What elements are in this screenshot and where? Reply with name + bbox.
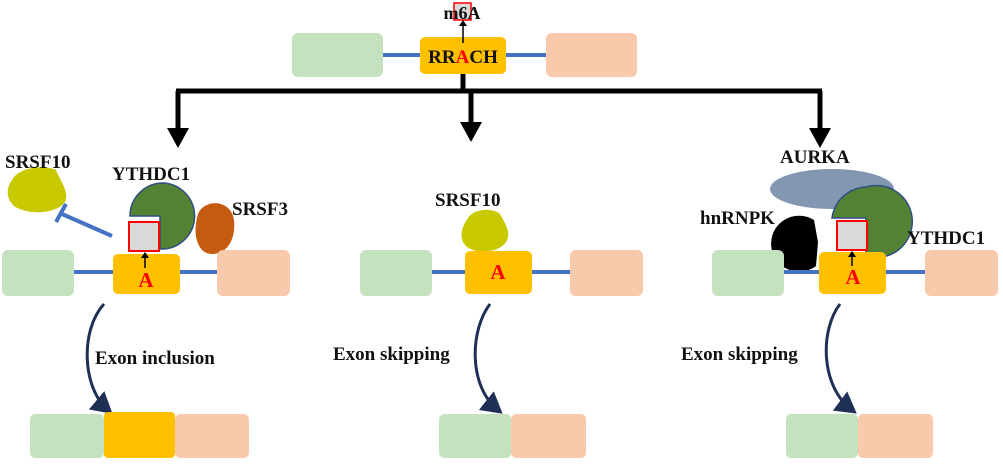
right-ythdc1-label: YTHDC1 <box>907 228 985 249</box>
middle-exon-a: A <box>490 260 506 284</box>
left-exon-right <box>217 250 290 296</box>
top-premrna: RRACH m6A <box>292 2 637 77</box>
branch-middle-arrowhead <box>460 122 482 142</box>
right-outcome-label: Exon skipping <box>681 344 798 365</box>
middle-exon-right <box>570 250 643 296</box>
middle-product-exon-left <box>439 414 511 458</box>
top-exon-motif <box>420 37 506 74</box>
middle-panel: SRSF10 A Exon skipping <box>333 190 643 458</box>
right-product-exon-left <box>786 414 858 458</box>
middle-srsf10-blob <box>461 209 509 252</box>
right-exon-left <box>712 250 784 296</box>
m6a-label: m6A <box>444 3 481 23</box>
right-product-exon-right <box>858 414 933 458</box>
top-exon-right <box>546 33 637 77</box>
middle-outcome-label: Exon skipping <box>333 344 450 365</box>
left-splice-curve <box>85 302 113 414</box>
top-m6a-box <box>453 2 472 21</box>
left-exon-left <box>2 250 74 296</box>
left-m6a-box <box>128 221 160 252</box>
right-hnrnpk-label: hnRNPK <box>700 208 775 229</box>
right-splice-curve <box>824 303 857 414</box>
top-exon-left <box>292 33 383 77</box>
left-ythdc1-label: YTHDC1 <box>112 164 190 185</box>
middle-srsf10-label: SRSF10 <box>435 190 500 211</box>
left-m6a-arrowhead <box>141 252 149 258</box>
left-exon-a: A <box>138 268 154 292</box>
left-srsf3-label: SRSF3 <box>232 199 288 220</box>
left-outcome-label: Exon inclusion <box>95 348 215 369</box>
middle-splice-curve <box>473 303 503 414</box>
left-panel: SRSF10 YTHDC1 SRSF3 A Exon inclusion <box>2 152 290 458</box>
middle-exon-left <box>360 250 432 296</box>
left-srsf3-blob <box>195 203 235 254</box>
right-panel: AURKA YTHDC1 hnRNPK A Exon skipping <box>681 147 998 458</box>
branch-left-arrowhead <box>167 128 189 148</box>
right-m6a-box <box>836 220 868 251</box>
left-product-exon-right <box>175 414 249 458</box>
right-ythdc1-shape <box>831 184 913 259</box>
branch-arrows <box>167 74 831 148</box>
left-srsf10-label: SRSF10 <box>5 152 70 173</box>
left-product-exon-middle <box>104 412 175 458</box>
middle-product-exon-right <box>511 414 586 458</box>
right-exon-right <box>925 250 998 296</box>
right-exon-middle <box>819 252 886 294</box>
left-inhibition-line <box>61 212 113 238</box>
right-aurka-label: AURKA <box>780 147 850 168</box>
left-product-exon-left <box>30 414 104 458</box>
right-m6a-arrowhead <box>848 251 856 257</box>
left-srsf10-blob <box>7 167 67 213</box>
left-inhibition-bar <box>54 203 68 223</box>
top-m6a-arrowhead <box>459 20 467 26</box>
left-ythdc1-shape <box>129 182 196 250</box>
middle-exon-middle <box>465 251 532 294</box>
right-exon-a: A <box>845 265 861 289</box>
left-exon-middle <box>113 254 180 294</box>
branch-right-arrowhead <box>809 128 831 148</box>
rrach-motif: RRACH <box>428 47 498 68</box>
